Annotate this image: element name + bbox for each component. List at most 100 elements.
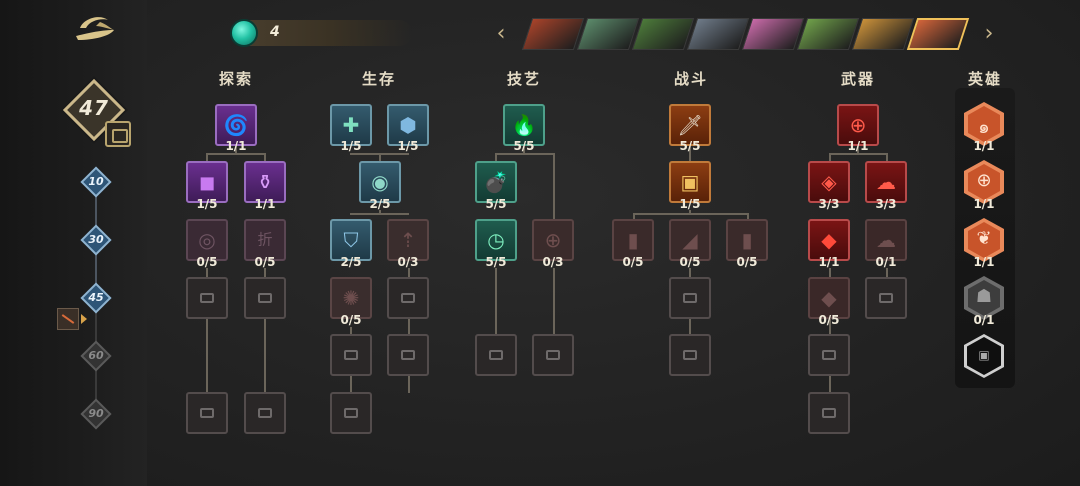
column-title-combat: 战斗 [673,70,708,88]
lock-icon [258,408,272,418]
talent-node-survive-1[interactable]: ✚ [330,104,372,146]
talent-node-weapon-5[interactable]: ☁ [865,219,907,261]
tree-connector [553,153,555,219]
talent-count: 1/1 [973,139,995,153]
milestone-track [95,312,97,342]
hero-portrait-3[interactable] [631,18,695,50]
talent-node-explore-4[interactable]: ◎ [186,219,228,261]
talent-node-locked[interactable] [475,334,517,376]
talent-node-skill-3[interactable]: ◷ [475,219,517,261]
milestone-10[interactable]: 10 [80,166,112,198]
talent-count: 3/3 [818,197,840,211]
player-level-badge: 47 [62,78,126,142]
lock-icon [546,350,560,360]
tree-connector [206,153,265,155]
prev-hero-button[interactable]: ‹ [496,21,506,46]
target-icon: ⊕ [976,170,992,191]
talent-node-locked[interactable] [808,392,850,434]
talent-node-explore-2[interactable]: ◼ [186,161,228,203]
talent-node-survive-6[interactable]: ✺ [330,277,372,319]
talent-node-skill-1[interactable]: 🔥 [503,104,545,146]
hero-portrait-2[interactable] [576,18,640,50]
column-title-hero: 英雄 [967,70,1002,88]
talent-node-survive-5[interactable]: ⇡ [387,219,429,261]
hero-portrait-6[interactable] [796,18,860,50]
hero-talent-4[interactable]: ☗ [964,276,1004,320]
cloud-icon: ☁ [876,228,896,252]
crosshair-icon: ⊕ [849,113,867,137]
talent-node-combat-4[interactable]: ◢ [669,219,711,261]
milestone-60[interactable]: 60 [80,340,112,372]
level-reward-icon[interactable] [105,121,131,147]
hero-talent-locked[interactable]: ▣ [964,334,1004,378]
talent-count: 1/1 [847,139,869,153]
lock-icon [344,350,358,360]
talent-node-explore-5[interactable]: 折 [244,219,286,261]
talent-node-skill-4[interactable]: ⊕ [532,219,574,261]
hero-talent-1[interactable]: ๑ [964,102,1004,146]
hero-portrait-7[interactable] [851,18,915,50]
talent-node-locked[interactable] [532,334,574,376]
talent-node-weapon-1[interactable]: ⊕ [837,104,879,146]
fox-tail-icon: ❦ [976,228,992,249]
tree-connector [523,146,525,154]
milestone-45[interactable]: 45 [80,282,112,314]
talent-count: 0/5 [679,255,701,269]
next-hero-button[interactable]: › [984,21,994,46]
milestone-label: 90 [88,407,104,420]
hero-portrait-1[interactable] [521,18,585,50]
talent-node-locked[interactable] [244,277,286,319]
talent-count: 0/3 [397,255,419,269]
lock-icon [489,350,503,360]
talent-node-locked[interactable] [330,334,372,376]
talent-node-locked[interactable] [669,277,711,319]
talent-node-locked[interactable] [865,277,907,319]
talent-node-locked[interactable] [186,277,228,319]
talent-node-survive-2[interactable]: ⬢ [387,104,429,146]
lock-icon [344,408,358,418]
ammo-icon: ▮ [627,228,639,252]
talent-node-weapon-3[interactable]: ☁ [865,161,907,203]
talent-node-locked[interactable] [387,334,429,376]
milestone-label: 30 [88,233,104,246]
hero-portrait-8-selected[interactable] [906,18,970,50]
tree-connector [553,268,555,335]
talent-node-locked[interactable] [186,392,228,434]
talent-node-locked[interactable] [244,392,286,434]
talent-node-survive-3[interactable]: ◉ [359,161,401,203]
talent-node-locked[interactable] [387,277,429,319]
talent-node-combat-2[interactable]: ▣ [669,161,711,203]
lock-icon [200,293,214,303]
talent-node-weapon-6[interactable]: ◆ [808,277,850,319]
talent-node-combat-3[interactable]: ▮ [612,219,654,261]
talent-node-survive-4[interactable]: ⛉ [330,219,372,261]
talent-node-explore-3[interactable]: ⚱ [244,161,286,203]
talent-count: 0/5 [340,313,362,327]
talent-node-locked[interactable] [808,334,850,376]
talent-node-locked[interactable] [669,334,711,376]
talent-count: 5/5 [485,197,507,211]
milestone-30[interactable]: 30 [80,224,112,256]
progress-pointer-icon [81,314,87,324]
hero-talent-2[interactable]: ⊕ [964,160,1004,204]
tree-connector [747,213,749,219]
shield-icon: ⛉ [343,228,359,252]
crystal-icon: ◆ [821,228,837,252]
talent-node-explore-1[interactable]: 🌀 [215,104,257,146]
hero-portrait-5[interactable] [741,18,805,50]
talent-node-combat-5[interactable]: ▮ [726,219,768,261]
talent-node-weapon-4[interactable]: ◆ [808,219,850,261]
tree-connector [408,268,410,393]
talent-count: 5/5 [485,255,507,269]
talent-node-weapon-2[interactable]: ◈ [808,161,850,203]
talent-count: 1/5 [196,197,218,211]
talent-node-combat-1[interactable]: 🗡 [669,104,711,146]
talent-count: 1/5 [679,197,701,211]
milestone-90[interactable]: 90 [80,398,112,430]
spin-icon: ✺ [342,286,360,310]
game-logo-icon [76,17,114,40]
talent-node-locked[interactable] [330,392,372,434]
hero-talent-3[interactable]: ❦ [964,218,1004,262]
talent-node-skill-2[interactable]: 💣 [475,161,517,203]
hero-portrait-4[interactable] [686,18,750,50]
